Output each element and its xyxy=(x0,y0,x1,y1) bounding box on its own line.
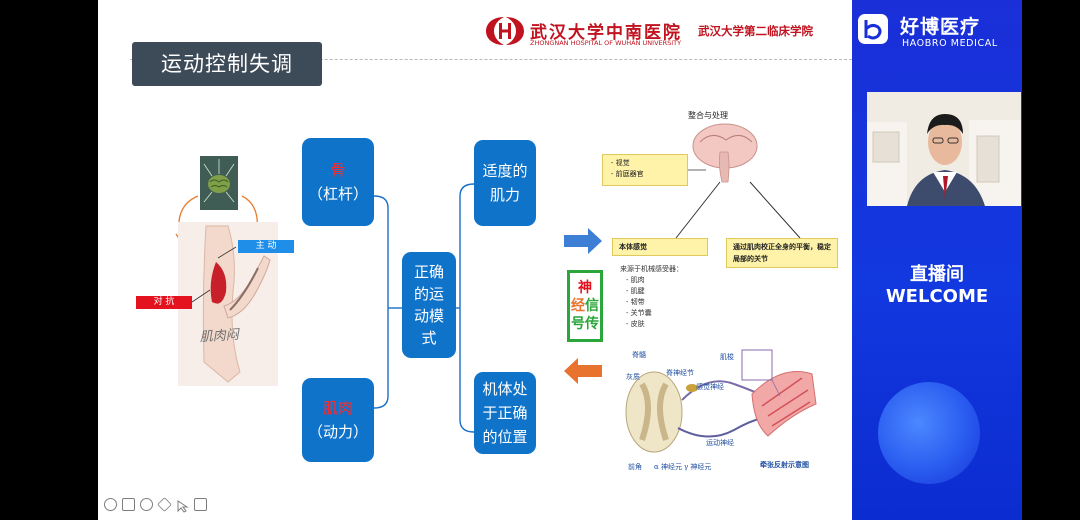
center-line-2: 的运 xyxy=(413,285,444,303)
presenter-avatar xyxy=(867,92,1021,206)
muscle-subtitle: （动力） xyxy=(307,423,368,441)
left-arrow-icon xyxy=(564,358,602,384)
strength-line-1: 适度的 xyxy=(482,162,528,180)
welcome-label: WELCOME xyxy=(885,286,989,307)
mechanoreceptor-list: 来源于机械感受器： - 肌肉 - 肌腱 - 韧带 - 关节囊 - 皮肤 xyxy=(620,264,683,330)
mechanoreceptor-title: 来源于机械感受器： xyxy=(620,265,683,273)
label-alpha-neuron: α 神经元 xyxy=(654,463,682,471)
hospital-subtitle: 武汉大学第二临床学院 xyxy=(698,24,813,38)
position-line-1: 机体处 xyxy=(482,380,528,398)
nerve-char-1: 神 xyxy=(578,280,592,296)
correct-motion-pattern-box: 正确 的运 动模 式 xyxy=(402,252,456,358)
reflex-caption: 牵张反射示意图 xyxy=(760,460,809,469)
presenter-video[interactable] xyxy=(867,92,1021,206)
label-gray-matter: 灰质 xyxy=(626,373,640,381)
source-item: - 肌肉 xyxy=(626,276,645,284)
pointer-icon[interactable] xyxy=(176,498,189,513)
brain-thumbnail xyxy=(200,156,238,210)
proprioception-box: 本体感觉 xyxy=(612,238,708,256)
right-arrow-icon xyxy=(564,228,602,254)
live-room-label: 直播间 xyxy=(910,264,964,285)
nerve-char-3: 信 xyxy=(585,298,599,314)
bone-subtitle: （杠杆） xyxy=(307,185,368,203)
label-gamma-neuron: γ 神经元 xyxy=(684,463,712,471)
brand-name: 好博医疗 xyxy=(900,16,981,38)
nerve-signal-box: 神 经信 号传 xyxy=(567,270,603,342)
label-spinal-cord: 脊髓 xyxy=(632,351,646,359)
senses-box: - 视觉 - 前庭器官 xyxy=(602,154,688,186)
brain-icon xyxy=(203,159,235,203)
save-icon[interactable] xyxy=(122,498,135,511)
brain-diagram-lines xyxy=(675,169,801,239)
right-letterbox xyxy=(1022,0,1080,520)
label-muscle-spindle: 肌梭 xyxy=(720,353,734,361)
antagonist-label: 对 抗 xyxy=(136,296,192,309)
center-line-1: 正确 xyxy=(413,263,444,281)
bone-title: 骨 xyxy=(330,161,346,179)
haobro-logo-icon xyxy=(858,14,888,44)
slide-canvas: 武汉大学中南医院 ZHONGNAN HOSPITAL OF WUHAN UNIV… xyxy=(98,0,852,520)
active-label: 主 动 xyxy=(238,240,294,253)
sense-vision: - 视觉 xyxy=(611,159,630,167)
source-item: - 肌腱 xyxy=(626,287,645,295)
camera-icon[interactable] xyxy=(194,498,207,511)
decorative-globe xyxy=(878,382,980,484)
label-anterior-horn: 前角 xyxy=(628,463,642,471)
position-line-2: 于正确 xyxy=(482,404,528,422)
label-sensory-nerve: 感觉神经 xyxy=(696,383,724,391)
label-ganglion: 脊神经节 xyxy=(666,369,694,377)
svg-text:肌肉闷: 肌肉闷 xyxy=(199,327,241,345)
bone-box: 骨 （杠杆） xyxy=(302,138,374,226)
source-item: - 关节囊 xyxy=(626,309,652,317)
position-line-3: 的位置 xyxy=(482,428,528,446)
hospital-name-en: ZHONGNAN HOSPITAL OF WUHAN UNIVERSITY xyxy=(530,39,682,47)
hospital-logo-icon xyxy=(486,17,524,45)
live-side-panel: 好博医疗 HAOBRO MEDICAL 直播间 WELCOME xyxy=(852,0,1022,520)
header-divider xyxy=(130,59,852,60)
balance-box: 通过肌肉校正全身的平衡，稳定局部的关节 xyxy=(726,238,838,268)
flow-connectors xyxy=(373,183,475,433)
brand-name-en: HAOBRO MEDICAL xyxy=(902,38,998,49)
slide-title: 运动控制失调 xyxy=(132,42,322,86)
sense-vestibular: - 前庭器官 xyxy=(611,170,644,178)
source-item: - 韧带 xyxy=(626,298,645,306)
hospital-name: 武汉大学中南医院 xyxy=(530,23,682,43)
source-item: - 皮肤 xyxy=(626,320,645,328)
muscle-box: 肌肉 （动力） xyxy=(302,378,374,462)
palette-icon[interactable] xyxy=(140,498,153,511)
label-motor-nerve: 运动神经 xyxy=(706,439,734,447)
pen-icon[interactable] xyxy=(104,498,117,511)
integration-label: 整合与处理 xyxy=(688,111,728,120)
stretch-reflex-diagram xyxy=(622,344,818,474)
brain-diagram-icon xyxy=(692,123,758,183)
proper-strength-box: 适度的 肌力 xyxy=(474,140,536,226)
muscle-title: 肌肉 xyxy=(322,399,353,417)
strength-line-2: 肌力 xyxy=(489,186,520,204)
arm-pointer-lines xyxy=(192,246,236,303)
center-line-4: 式 xyxy=(421,329,437,347)
nerve-char-4: 号传 xyxy=(571,316,599,332)
correct-position-box: 机体处 于正确 的位置 xyxy=(474,372,536,454)
nerve-char-2: 经 xyxy=(571,298,585,314)
center-line-3: 动模 xyxy=(413,307,444,325)
